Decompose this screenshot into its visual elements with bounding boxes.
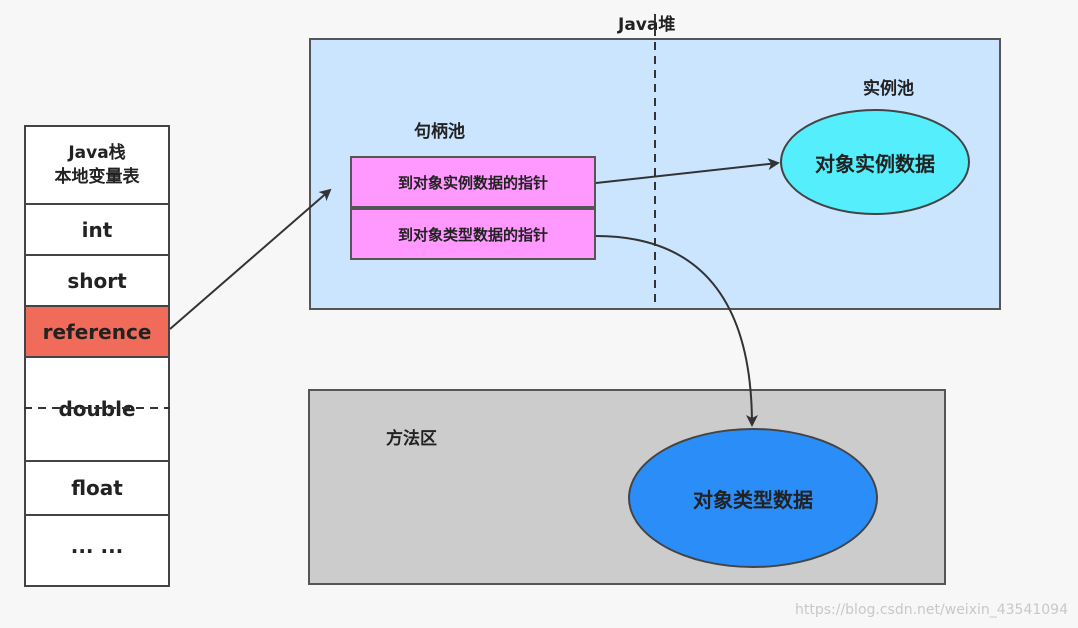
instance-pointer-arrow [595,158,780,184]
stack-item-ellipsis: ... ... [70,534,124,558]
reference-arrow [169,188,332,330]
stack-item-int: int [26,205,168,256]
type-data-pointer: 到对象类型数据的指针 [350,208,596,260]
instance-pool-label: 实例池 [863,79,914,99]
java-heap-title: Java堆 [618,15,676,35]
handle-pool-label: 句柄池 [414,122,465,142]
watermark: https://blog.csdn.net/weixin_43541094 [794,602,1068,618]
instance-data-pointer: 到对象实例数据的指针 [350,156,596,208]
method-area-label: 方法区 [386,429,437,449]
stack-title: Java栈 [68,143,126,163]
instance-data-ellipse: 对象实例数据 [780,109,970,215]
type-data-ellipse: 对象类型数据 [628,428,878,568]
type-data-label: 对象类型数据 [693,487,813,512]
stack-item-float: float [26,462,168,516]
instance-data-label: 对象实例数据 [815,151,935,176]
type-pointer-arrow [595,235,758,427]
local-variable-table-title: 本地变量表 [54,167,140,187]
stack-title-cell: Java栈 本地变量表 [26,127,168,205]
stack-item-reference: reference [26,307,168,358]
stack-item-short: short [26,256,168,307]
